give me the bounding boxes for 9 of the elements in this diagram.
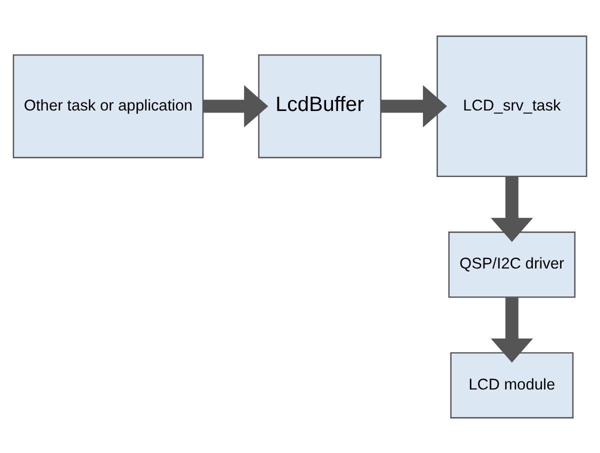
arrow <box>203 84 268 127</box>
node-box: LCD module <box>450 352 574 418</box>
arrow <box>490 297 534 362</box>
node-box: LcdBuffer <box>258 54 382 158</box>
arrow <box>490 176 534 242</box>
arrow <box>380 84 448 127</box>
node-box: LCD_srv_task <box>436 35 588 177</box>
node-box: Other task or application <box>12 54 204 158</box>
node-box: QSP/I2C driver <box>448 231 576 298</box>
